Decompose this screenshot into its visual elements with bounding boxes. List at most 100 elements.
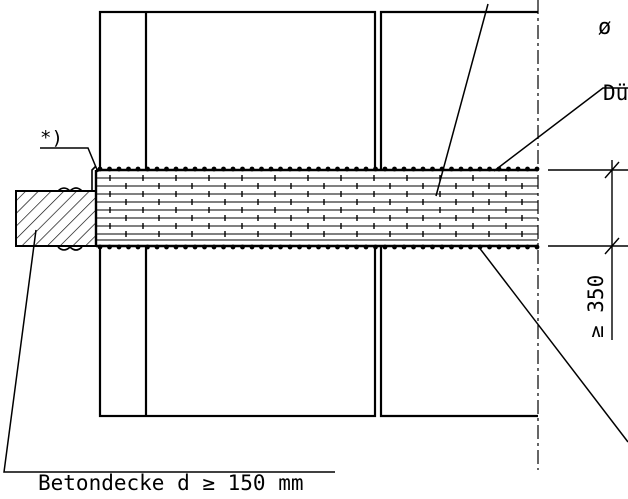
bead-bottom: [487, 244, 492, 250]
bead-top: [487, 166, 492, 172]
bead-top: [126, 166, 131, 172]
bead-top: [411, 166, 416, 172]
bead-bottom: [534, 244, 540, 250]
bead-top: [116, 166, 122, 172]
bead-top: [145, 166, 150, 172]
bead-bottom: [306, 244, 312, 250]
bead-bottom: [382, 244, 388, 250]
bead-bottom: [192, 244, 198, 250]
bead-top: [534, 166, 540, 172]
bead-top: [354, 166, 359, 172]
bead-top: [506, 166, 511, 172]
bead-bottom: [439, 244, 445, 250]
diameter-symbol: ø: [598, 15, 611, 40]
concrete-slab: [15, 190, 97, 247]
dimension-label: ≥ 350: [584, 275, 608, 338]
bead-top: [373, 166, 378, 172]
bead-top: [420, 166, 426, 172]
leader-lines: [3, 3, 628, 473]
bead-top: [221, 166, 226, 172]
bead-bottom: [221, 244, 226, 250]
bead-top: [392, 166, 397, 172]
bead-bottom: [202, 244, 207, 250]
bead-bottom: [211, 244, 217, 250]
bead-top: [325, 166, 331, 172]
bead-top: [449, 166, 454, 172]
bead-bottom: [259, 244, 264, 250]
footnote-mark: *): [40, 127, 63, 149]
bead-top: [477, 166, 483, 172]
bead-bottom: [525, 244, 530, 250]
bead-bottom: [506, 244, 511, 250]
bead-bottom: [287, 244, 293, 250]
bead-top: [268, 166, 274, 172]
bead-top: [211, 166, 217, 172]
bead-top: [316, 166, 321, 172]
bead-bottom: [97, 244, 103, 250]
bead-bottom: [401, 244, 407, 250]
bead-bottom: [278, 244, 283, 250]
bead-bottom: [107, 244, 112, 250]
bead-top: [240, 166, 245, 172]
bead-bottom: [183, 244, 188, 250]
bead-bottom: [116, 244, 122, 250]
bead-bottom: [458, 244, 464, 250]
bead-top: [97, 166, 103, 172]
bead-bottom: [268, 244, 274, 250]
bead-top: [458, 166, 464, 172]
bead-top: [192, 166, 198, 172]
duct-bundle: [94, 166, 540, 250]
bead-top: [344, 166, 350, 172]
bead-top: [363, 166, 369, 172]
bead-bottom: [496, 244, 502, 250]
bead-top: [297, 166, 302, 172]
bead-bottom: [354, 244, 359, 250]
bead-bottom: [135, 244, 141, 250]
bead-bottom: [126, 244, 131, 250]
bead-bottom: [240, 244, 245, 250]
bead-top: [468, 166, 473, 172]
bead-top: [154, 166, 160, 172]
bead-bottom: [420, 244, 426, 250]
bead-top: [287, 166, 293, 172]
bead-top: [249, 166, 255, 172]
bead-bottom: [154, 244, 160, 250]
dimension-marks: [548, 160, 628, 340]
bead-top: [202, 166, 207, 172]
bead-bottom: [145, 244, 150, 250]
bead-bottom: [363, 244, 369, 250]
slab-label: Betondecke d ≥ 150 mm: [38, 471, 304, 494]
bead-bottom: [335, 244, 340, 250]
bead-bottom: [325, 244, 331, 250]
bead-top: [173, 166, 179, 172]
bead-top: [164, 166, 169, 172]
bead-top: [382, 166, 388, 172]
bead-bottom: [249, 244, 255, 250]
bead-bottom: [430, 244, 435, 250]
bead-top: [259, 166, 264, 172]
bead-bottom: [316, 244, 321, 250]
bead-bottom: [468, 244, 473, 250]
bead-bottom: [164, 244, 169, 250]
bead-top: [183, 166, 188, 172]
duct-background: [96, 170, 538, 246]
bead-top: [401, 166, 407, 172]
bead-top: [135, 166, 141, 172]
bead-top: [230, 166, 236, 172]
bead-bottom: [230, 244, 236, 250]
bead-top: [525, 166, 530, 172]
bead-top: [306, 166, 312, 172]
bead-bottom: [297, 244, 302, 250]
bead-top: [515, 166, 521, 172]
bead-bottom: [411, 244, 416, 250]
duct-label: Dü: [603, 81, 628, 105]
bead-top: [335, 166, 340, 172]
bead-bottom: [449, 244, 454, 250]
bead-bottom: [173, 244, 179, 250]
bead-bottom: [515, 244, 521, 250]
bead-top: [107, 166, 112, 172]
bead-bottom: [344, 244, 350, 250]
bead-top: [430, 166, 435, 172]
